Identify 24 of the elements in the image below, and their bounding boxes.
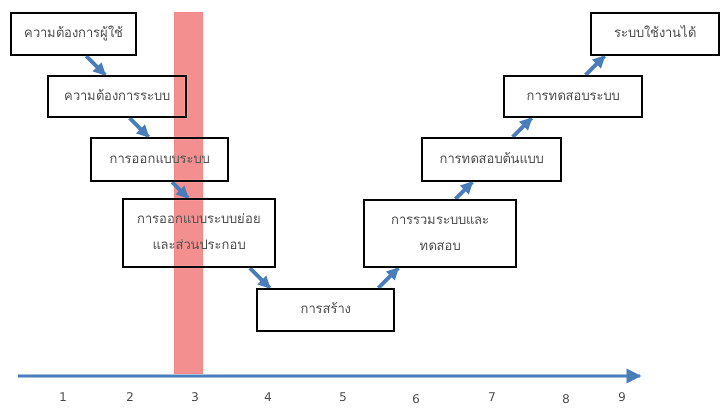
arrow <box>454 180 474 200</box>
axis-tick-label: 8 <box>562 392 570 406</box>
axis-tick-label: 9 <box>618 390 626 404</box>
axis-tick-label: 2 <box>126 390 134 404</box>
axis-tick-label: 3 <box>191 390 199 404</box>
process-box: ความต้องการผู้ใช้ <box>10 12 137 56</box>
arrow <box>170 180 190 200</box>
axis-tick-label: 4 <box>264 390 272 404</box>
process-box: ความต้องการระบบ <box>47 75 187 118</box>
axis-tick-label: 6 <box>412 392 420 406</box>
axis-tick-label: 1 <box>59 390 67 404</box>
axis-tick-label: 5 <box>339 390 347 404</box>
arrow <box>84 54 107 76</box>
process-box: ระบบใช้งานได้ <box>590 12 720 56</box>
process-box: การทดสอบต้นแบบ <box>421 137 562 182</box>
arrow <box>128 116 150 138</box>
arrow <box>511 116 534 138</box>
process-box: การสร้าง <box>256 288 395 332</box>
process-box: การทดสอบระบบ <box>503 75 643 118</box>
arrow <box>248 266 272 290</box>
process-box: การรวมระบบและทดสอบ <box>363 199 517 268</box>
arrow <box>584 54 606 76</box>
axis-tick-label: 7 <box>488 390 496 404</box>
arrow <box>376 266 400 290</box>
